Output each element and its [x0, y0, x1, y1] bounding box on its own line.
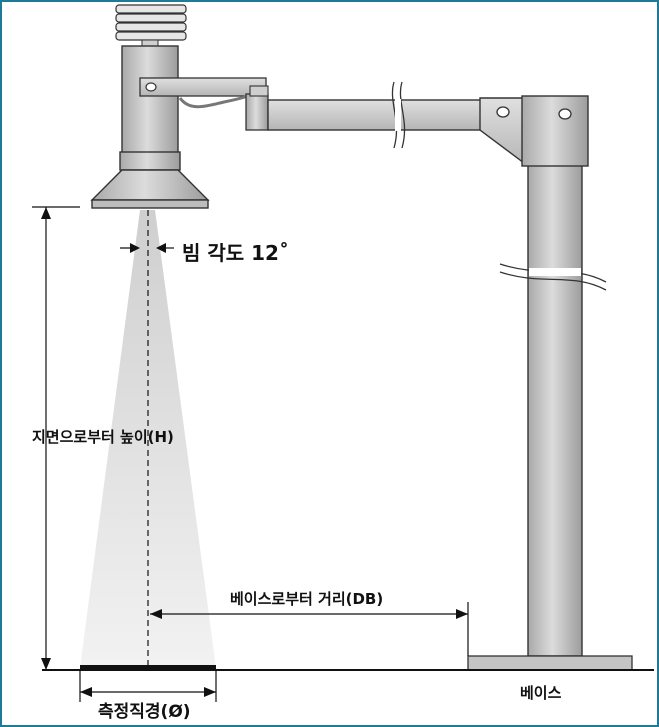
sensor-body: [121, 45, 179, 155]
measurement-spot: [80, 665, 216, 670]
vertical-pole: [527, 161, 583, 657]
base-plate: [467, 655, 633, 671]
diameter-label: 측정직경(Ø): [98, 702, 191, 722]
pole-top-box: [521, 95, 589, 167]
sensor-hood: [90, 169, 210, 201]
beam-angle-marker: [120, 243, 174, 253]
sensor-bracket: [139, 77, 267, 97]
beam-cone: [80, 210, 216, 668]
sensor-cable: [178, 94, 249, 109]
bolt-hole-icon: [496, 106, 510, 118]
beam-angle-label: 빔 각도 12˚: [182, 241, 289, 265]
pole-break-mark: [499, 263, 607, 291]
diameter-dimension: [79, 670, 217, 702]
bolt-hole-icon: [558, 108, 572, 120]
distance-dimension: [150, 602, 469, 656]
bolt-hole-icon: [145, 82, 157, 92]
height-label: 지면으로부터 높이(H): [32, 428, 174, 446]
sensor-collar: [119, 151, 181, 171]
radiation-shield-icon: [115, 4, 187, 47]
base-label: 베이스: [520, 684, 562, 702]
horizontal-arm: [267, 99, 483, 131]
arm-clamp: [245, 93, 269, 131]
distance-label: 베이스로부터 거리(DB): [230, 590, 383, 608]
height-dimension: [32, 206, 80, 670]
arm-break-mark: [391, 81, 406, 149]
